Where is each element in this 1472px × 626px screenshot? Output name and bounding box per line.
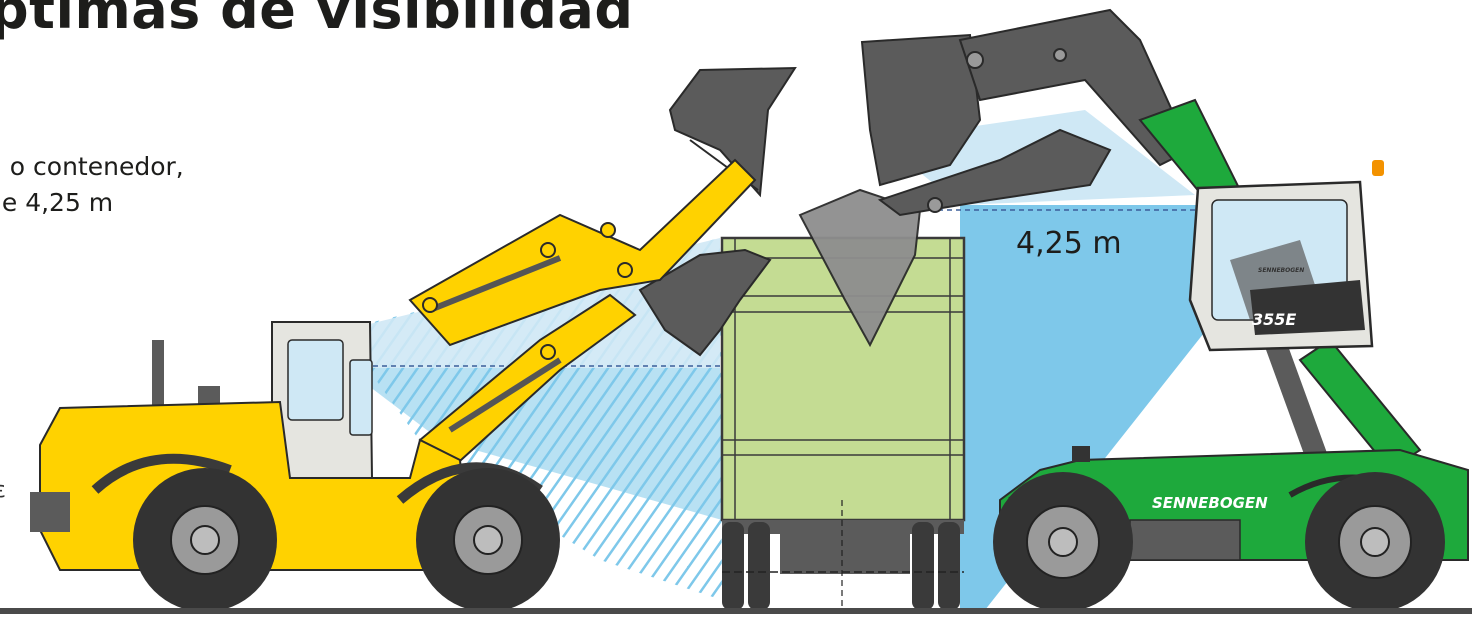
caption-line-1: n o contenedor, [0, 152, 184, 181]
warning-beacon-icon [1372, 160, 1384, 176]
brand-logo: SENNEBOGEN [1152, 494, 1268, 512]
model-badge: 355E [1252, 310, 1296, 329]
height-label: 4,25 m [1016, 226, 1122, 261]
caption-line-2: de 4,25 m [0, 188, 113, 217]
cab-badge: SENNEBOGEN [1258, 267, 1304, 274]
page-title: ptimas de visibilidad [0, 0, 634, 41]
edge-glyph: ε [0, 478, 6, 503]
ground-line [0, 608, 1472, 614]
mirror-icon [1072, 446, 1090, 462]
